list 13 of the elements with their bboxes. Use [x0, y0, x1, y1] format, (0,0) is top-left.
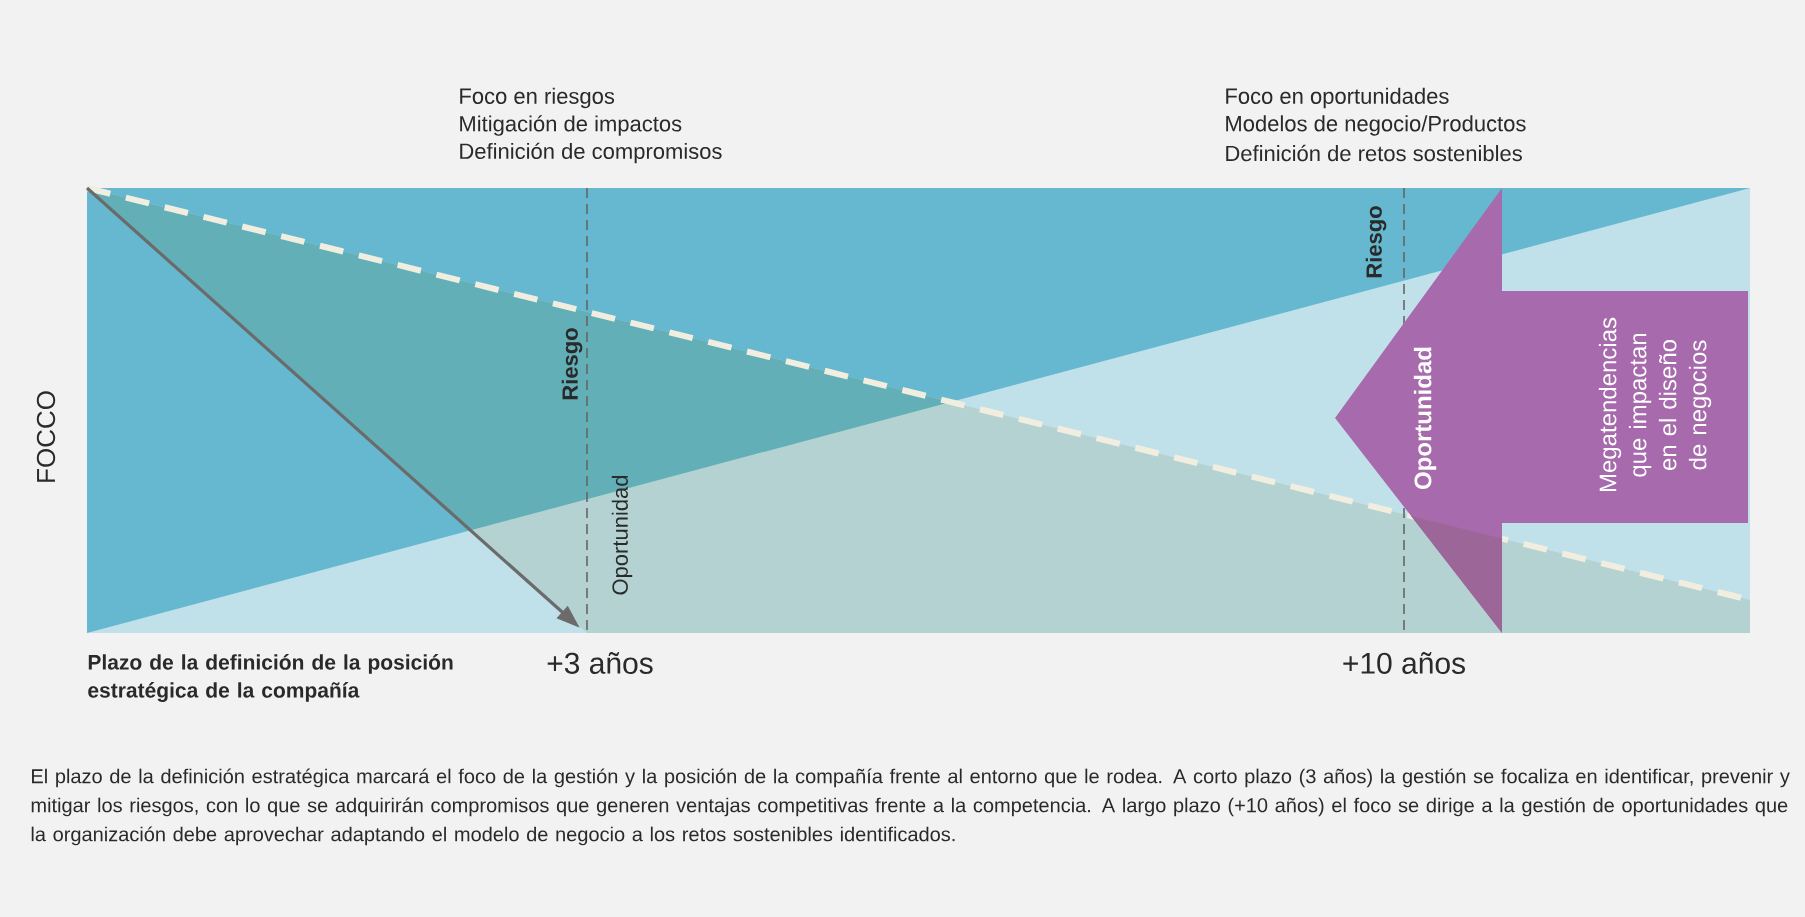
axis-label: FOCCO — [36, 391, 56, 482]
zone-label: Riesgo — [1365, 206, 1387, 278]
axis-label: Plazo de la definición de la posición estratégica de la compañía — [88, 654, 453, 702]
heading-text: Definición de compromisos — [460, 142, 722, 164]
zone-label: Oportunidad — [611, 475, 633, 595]
tick-label: +3 años — [547, 652, 653, 674]
zone-label: Riesgo — [561, 328, 583, 400]
heading-text: Foco en riesgos — [460, 87, 615, 109]
heading-text: Definición de retos sostenibles — [1226, 144, 1522, 162]
heading-text: Mitigación de impactos — [460, 115, 682, 136]
heading-text: Modelos de negocio/Productos — [1226, 115, 1526, 136]
caption-text: El plazo de la definición estratégica marcará el foco de la gestión y la posición de la compañía frente al entorno que le rodea. A corto plazo (3 años) la gestión se focaliza en identificar, prevenir y mitigar los riesgos, con lo que se adquirirán compromisos que generen ventajas competitivas frente a la competencia. A largo plazo (+10 años) el foco se dirige a la gestión de oportunidades que la organización debe aprovechar adaptando el modelo de negocio a los retos sostenibles identificados. — [31, 768, 1790, 846]
heading-text: Foco en oportunidades — [1226, 87, 1449, 109]
